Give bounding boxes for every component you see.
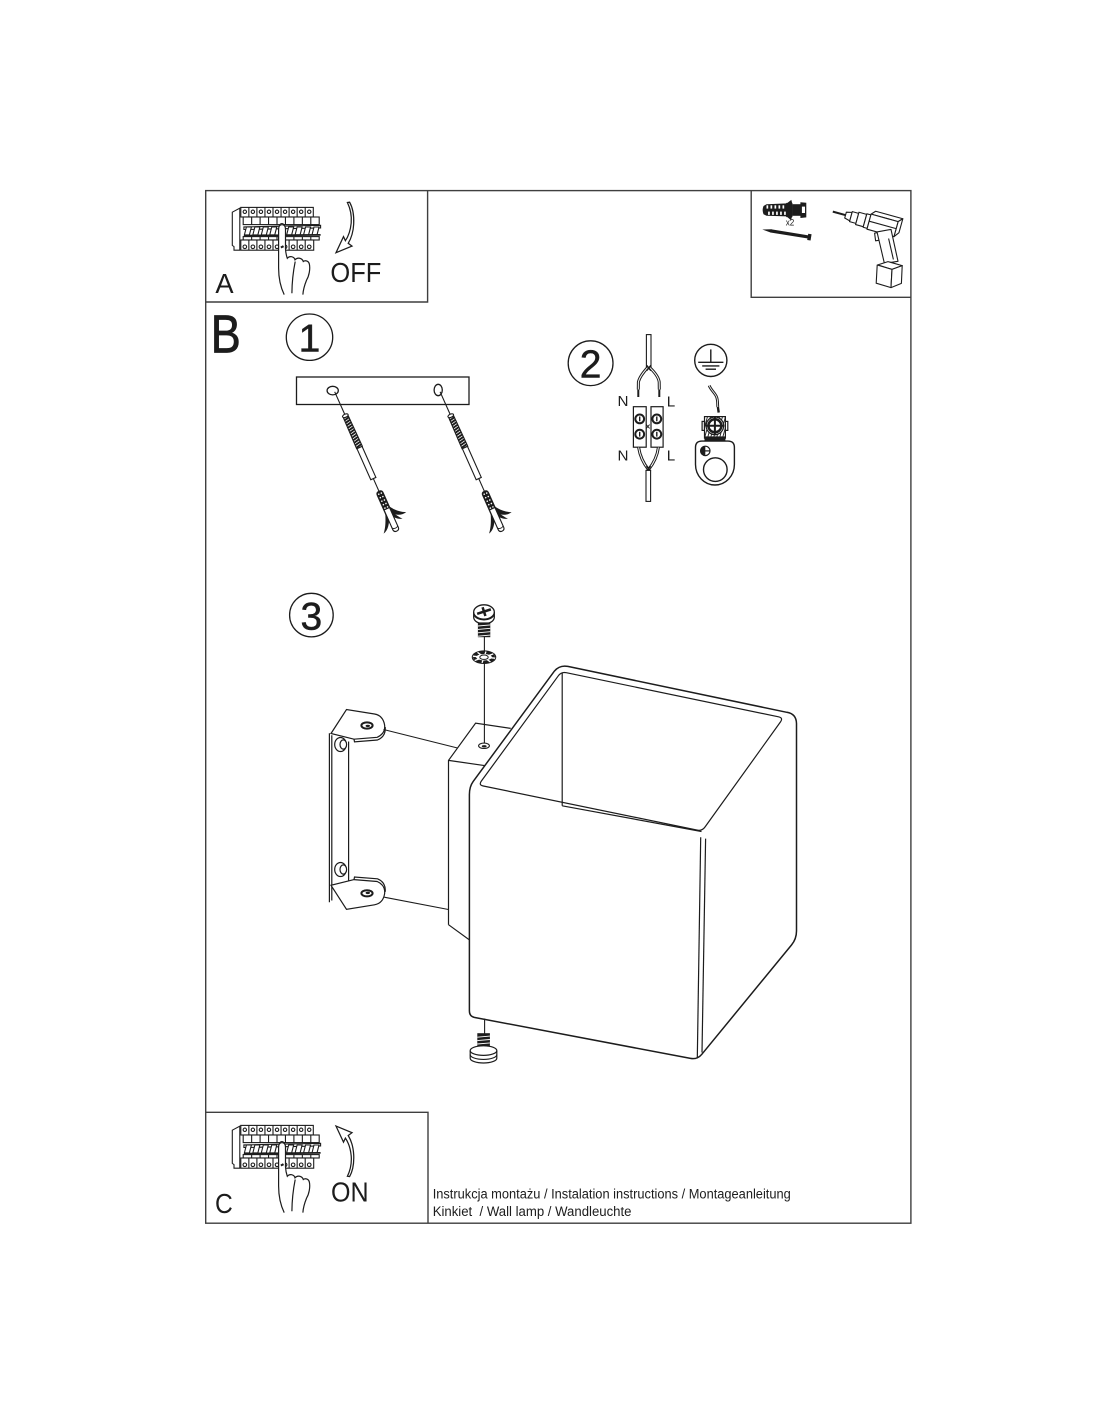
svg-text:A: A [215,268,234,299]
svg-text:Instrukcja montażu / Instalati: Instrukcja montażu / Instalation instruc… [433,1187,791,1202]
svg-text:Kinkiet / Wall lamp / Wandleu: Kinkiet / Wall lamp / Wandleuchte [433,1204,632,1219]
svg-text:OFF: OFF [330,257,381,288]
svg-text:2: 2 [580,343,602,386]
svg-text:1: 1 [299,317,321,360]
svg-text:B: B [211,306,241,365]
svg-text:x2: x2 [786,218,795,228]
svg-text:L: L [667,393,675,410]
svg-text:C: C [215,1188,233,1219]
svg-text:N: N [618,393,629,410]
svg-text:ON: ON [331,1177,369,1208]
svg-text:3: 3 [301,595,323,638]
svg-text:L: L [667,447,675,464]
svg-text:N: N [618,447,629,464]
